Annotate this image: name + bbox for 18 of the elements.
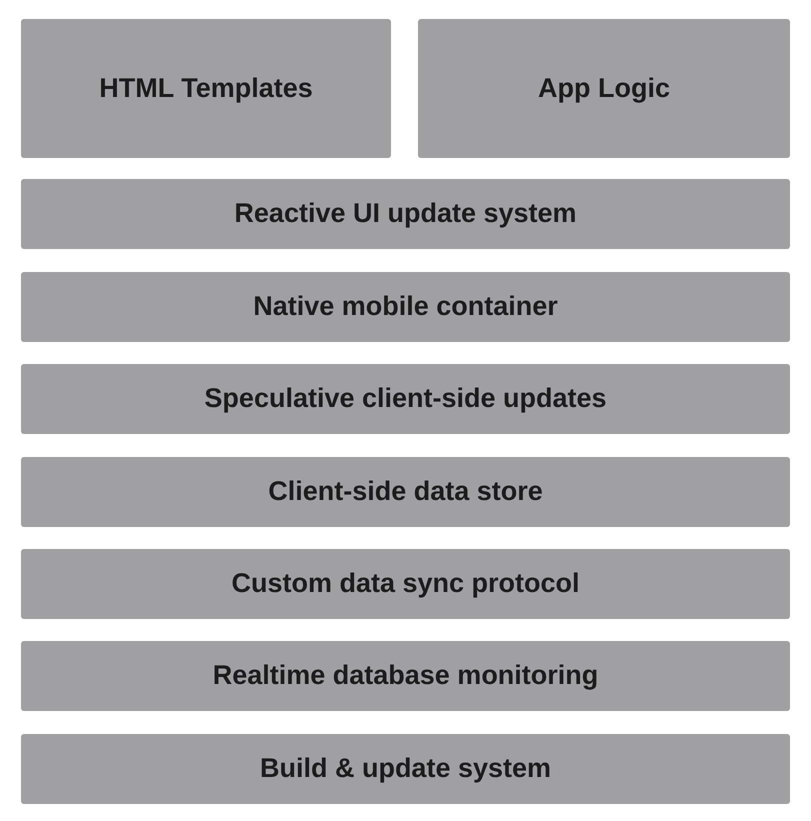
layer-label: Native mobile container: [253, 291, 558, 323]
layer-box: [21, 19, 391, 158]
layer-label: Custom data sync protocol: [231, 568, 580, 600]
layer-box: [21, 272, 790, 342]
layer-box: [21, 179, 790, 249]
layer-label: Reactive UI update system: [234, 198, 577, 230]
layer-label: Client-side data store: [268, 476, 543, 508]
layer-label: Build & update system: [260, 753, 552, 785]
layer-box: [21, 549, 790, 619]
layer-label: HTML Templates: [99, 72, 313, 104]
layer-box: [21, 734, 790, 804]
layer-box: [21, 457, 790, 527]
layer-label: App Logic: [538, 72, 670, 104]
layer-label: Speculative client-side updates: [204, 383, 607, 415]
layer-box: [21, 364, 790, 434]
layer-box: [21, 641, 790, 711]
layer-box: [418, 19, 790, 158]
layer-label: Realtime database monitoring: [212, 660, 598, 692]
